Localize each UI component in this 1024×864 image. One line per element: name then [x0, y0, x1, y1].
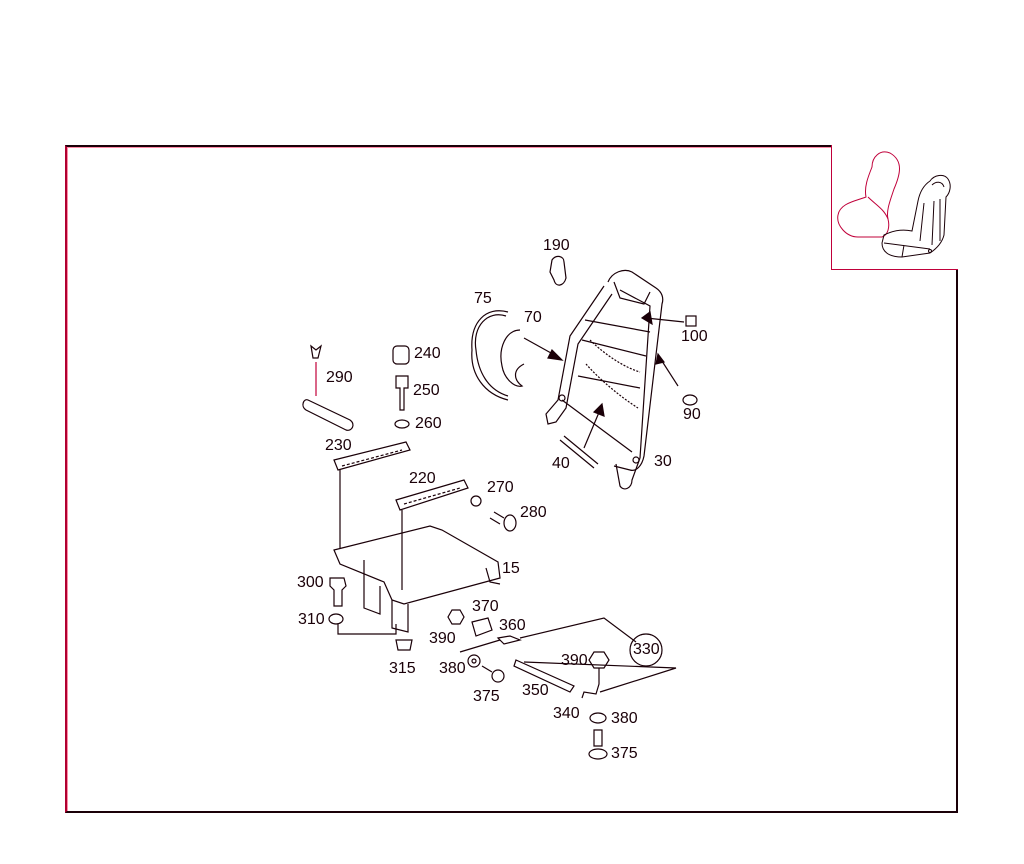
callout-240: 240 [414, 345, 441, 362]
callout-260: 260 [415, 415, 442, 432]
callout-220: 220 [409, 470, 436, 487]
callout-380a: 380 [439, 660, 466, 677]
callout-230: 230 [325, 437, 352, 454]
callout-270: 270 [487, 479, 514, 496]
callout-370: 370 [472, 598, 499, 615]
callout-100: 100 [681, 328, 708, 345]
callout-70: 70 [524, 309, 542, 326]
callout-280: 280 [520, 504, 547, 521]
callout-30: 30 [654, 453, 672, 470]
callout-40: 40 [552, 455, 570, 472]
callout-340: 340 [553, 705, 580, 722]
backrest-frame-part-30 [545, 269, 664, 490]
callout-190: 190 [543, 237, 570, 254]
seat-thumbnail-icon [837, 151, 951, 258]
callout-390b: 390 [561, 652, 588, 669]
callout-315: 315 [389, 660, 416, 677]
diagram-frame [65, 145, 958, 813]
callout-350: 350 [522, 682, 549, 699]
callout-15: 15 [502, 560, 520, 577]
seat-location-thumbnail [831, 145, 958, 270]
callout-360: 360 [499, 617, 526, 634]
callout-250: 250 [413, 382, 440, 399]
callout-300: 300 [297, 574, 324, 591]
callout-330: 330 [633, 641, 660, 658]
callout-375a: 375 [473, 688, 500, 705]
callout-375b: 375 [611, 745, 638, 762]
callout-390a: 390 [429, 630, 456, 647]
callout-290: 290 [326, 369, 353, 386]
callout-310: 310 [298, 611, 325, 628]
callout-75: 75 [474, 290, 492, 307]
callout-90: 90 [683, 406, 701, 423]
part-190-clip [549, 255, 567, 286]
callout-380b: 380 [611, 710, 638, 727]
